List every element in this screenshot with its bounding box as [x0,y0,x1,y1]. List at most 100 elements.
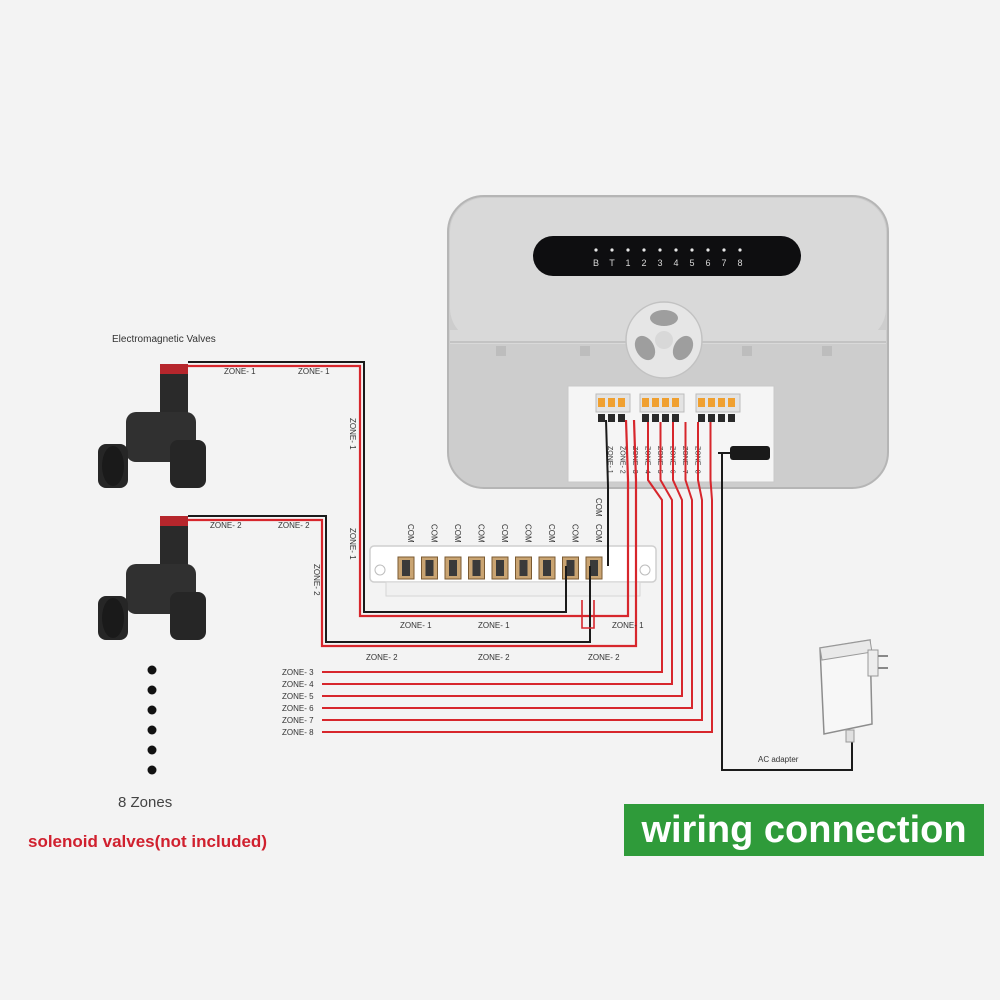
com-connector-label: COM [430,524,439,543]
terminal-port [662,414,669,422]
terminal-label: ZONE- 2 [619,446,626,474]
zone2-label-b: ZONE- 2 [278,521,310,530]
terminal-clip[interactable] [728,398,735,407]
zone-3-to-8-wires [322,422,713,733]
zone-wire [322,422,713,733]
com-screw [449,560,457,576]
terminal-clip[interactable] [618,398,625,407]
up-button[interactable] [650,310,678,326]
zones-count-label: 8 Zones [118,794,172,811]
terminal-clip[interactable] [708,398,715,407]
zone-dot [147,665,157,675]
valve-solenoid [160,366,188,422]
terminal-port [642,414,649,422]
center-button[interactable] [655,331,673,349]
valves-not-included-note: solenoid valves(not included) [28,832,267,851]
valve-solenoid [160,518,188,574]
terminal-port [608,414,615,422]
led-dot-3 [658,248,662,252]
com-connector-label: COM [453,524,462,543]
zone-wire [322,422,693,709]
led-dot-5 [690,248,694,252]
led-display-panel [533,236,801,276]
wire-labels: ZONE- 1 ZONE- 1 ZONE- 1 ZONE- 1 ZONE- 1 … [210,367,644,737]
led-dot-1 [626,248,630,252]
zone1-label-d: ZONE- 1 [478,621,510,630]
terminal-clip[interactable] [598,398,605,407]
com-wire [605,419,609,566]
zone-wire-label: ZONE- 7 [282,716,314,725]
terminal-clip[interactable] [698,398,705,407]
zone2-label-d: ZONE- 2 [478,653,510,662]
led-label: 3 [657,258,662,268]
terminal-port [672,414,679,422]
led-dot-T [610,248,614,252]
zone-wire [322,422,663,673]
zone2-wire-black [188,515,591,643]
ac-adapter-wire [718,452,853,771]
terminal-clip[interactable] [662,398,669,407]
zone2-label-a: ZONE- 2 [210,521,242,530]
zone-wire-label: ZONE- 3 [282,668,314,677]
zone1-wire-red [188,364,630,618]
com-screw [425,560,434,576]
zone1-label-a: ZONE- 1 [224,367,256,376]
ac-adapter [819,639,888,743]
com-screw [590,560,598,576]
terminal-clip[interactable] [608,398,615,407]
zone-wire [322,422,683,697]
com-connector-label: COM [594,524,603,543]
terminal-port [698,414,705,422]
terminal-clip[interactable] [652,398,659,407]
led-dot-8 [738,248,742,252]
terminal-port [652,414,659,422]
com-screw [543,560,551,576]
com-wire-label: COM [594,498,603,517]
valve-port [102,598,124,638]
left-button[interactable] [631,332,660,364]
ac-adapter-label: AC adapter [758,755,799,764]
right-button[interactable] [669,332,698,364]
zone-dot [147,765,157,775]
led-dot-4 [674,248,678,252]
com-connector-label: COM [500,524,509,543]
com-connector-label: COM [547,524,556,543]
wires [188,361,853,771]
zone-wire-label: ZONE- 8 [282,728,314,737]
zone-dot [147,725,157,735]
valve-outlet [170,592,206,640]
com-connector-label: COM [571,524,580,543]
com-screw [472,560,481,576]
com-bridge [581,600,595,629]
zone-wire [322,422,673,685]
zone-dot [147,685,157,695]
terminal-clip[interactable] [718,398,725,407]
led-label: 8 [737,258,742,268]
led-dot-7 [722,248,726,252]
led-label: T [609,258,615,268]
led-dot-6 [706,248,710,252]
terminal-port [708,414,715,422]
terminal-port [728,414,735,422]
zone2-wire-red [188,419,638,648]
led-label: 1 [625,258,630,268]
zone1-label-c: ZONE- 1 [400,621,432,630]
valve-outlet [170,440,206,488]
com-screw [496,560,504,576]
zone1-wire-black [188,361,567,613]
terminal-clip[interactable] [672,398,679,407]
zone1-label-vertical-a: ZONE- 1 [348,418,357,450]
valve-port [102,446,124,486]
terminal-label: ZONE- 1 [606,446,613,474]
terminal-clip[interactable] [642,398,649,407]
solenoid-valve-1 [98,364,206,488]
com-screw [402,560,410,576]
zone-wire-label: ZONE- 4 [282,680,314,689]
zone1-label-vertical-b: ZONE- 1 [348,528,357,560]
wiring-connection-banner: wiring connection [624,804,984,856]
